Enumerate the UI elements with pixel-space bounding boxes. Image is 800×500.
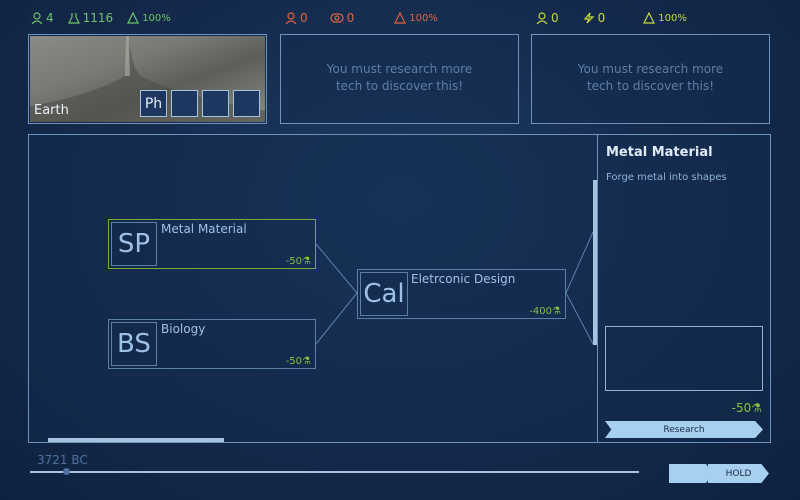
planet-name: Earth <box>34 103 69 118</box>
timeline-track[interactable] <box>30 471 639 473</box>
flask-icon <box>67 13 80 24</box>
tech-node-abbr: SP <box>111 222 157 266</box>
tech-node-abbr: BS <box>111 322 157 366</box>
tech-node-cost: -50⚗ <box>285 356 311 367</box>
locked-message: You must research more tech to discover … <box>326 62 473 93</box>
planet-slot-2[interactable] <box>171 90 198 117</box>
flask-icon: ⚗ <box>751 401 762 415</box>
tech-node-electronic-design[interactable]: Cal Eletrconic Design -400⚗ <box>357 269 566 319</box>
locked-panel-1: You must research more tech to discover … <box>280 34 519 124</box>
current-date: 3721 BC <box>37 453 88 467</box>
planet-slot-4[interactable] <box>233 90 260 117</box>
tech-node-cost: -50⚗ <box>285 256 311 267</box>
timeline-handle[interactable] <box>63 468 70 475</box>
player-3-stats: 0 0 100% <box>536 9 701 27</box>
population-value: 4 <box>46 11 54 25</box>
tech-node-biology[interactable]: BS Biology -50⚗ <box>108 319 316 369</box>
tech-node-abbr: Cal <box>360 272 408 316</box>
person-icon <box>536 12 548 24</box>
locked-message: You must research more tech to discover … <box>577 62 724 93</box>
tech-detail-panel: Metal Material Forge metal into shapes -… <box>597 134 771 443</box>
population-stat: 0 <box>285 11 308 25</box>
detail-cost: -50⚗ <box>731 401 762 415</box>
triangle-icon <box>394 12 407 24</box>
resource-value: 0 <box>346 11 355 25</box>
flask-icon: ⚗ <box>552 306 561 317</box>
lightning-icon <box>583 12 595 24</box>
planet-slot-3[interactable] <box>202 90 229 117</box>
triangle-icon <box>643 12 656 24</box>
tech-node-title: Eletrconic Design <box>411 272 516 286</box>
flask-icon: ⚗ <box>302 356 311 367</box>
population-stat: 4 <box>31 11 54 25</box>
player-1-stats: 4 1116 100% <box>31 9 185 27</box>
player-2-stats: 0 0 100% <box>285 9 452 27</box>
energy-value: 0 <box>597 11 606 25</box>
planet-panel[interactable]: Earth Ph <box>28 34 267 124</box>
science-stat: 1116 <box>67 11 114 25</box>
vertical-scrollbar[interactable] <box>593 180 597 345</box>
approval-stat: 100% <box>394 12 438 24</box>
approval-stat: 100% <box>643 12 687 24</box>
speed-arrow-icon[interactable] <box>669 464 715 483</box>
person-icon <box>285 12 297 24</box>
approval-stat: 100% <box>127 12 171 24</box>
approval-value: 100% <box>409 12 438 24</box>
locked-panel-2: You must research more tech to discover … <box>531 34 770 124</box>
gear-icon <box>330 13 344 23</box>
energy-stat: 0 <box>583 11 606 25</box>
detail-title: Metal Material <box>606 145 713 160</box>
hold-button[interactable]: HOLD <box>706 464 769 483</box>
planet-slot-1[interactable]: Ph <box>140 90 167 117</box>
approval-value: 100% <box>658 12 687 24</box>
population-value: 0 <box>300 11 308 25</box>
approval-value: 100% <box>142 12 171 24</box>
person-icon <box>31 12 43 24</box>
tech-tree-panel[interactable] <box>28 134 598 443</box>
detail-description: Forge metal into shapes <box>606 172 727 183</box>
tech-node-title: Metal Material <box>161 222 247 236</box>
hold-control[interactable]: HOLD <box>669 464 769 483</box>
population-value: 0 <box>551 11 559 25</box>
population-stat: 0 <box>536 11 559 25</box>
triangle-icon <box>127 12 140 24</box>
science-value: 1116 <box>82 11 114 25</box>
flask-icon: ⚗ <box>302 256 311 267</box>
tech-node-metal-material[interactable]: SP Metal Material -50⚗ <box>108 219 316 269</box>
tech-node-cost: -400⚗ <box>529 306 561 317</box>
tech-node-title: Biology <box>161 322 206 336</box>
research-button[interactable]: Research <box>605 421 763 438</box>
detail-preview-box <box>605 326 763 391</box>
resource-stat: 0 <box>330 11 355 25</box>
horizontal-scrollbar[interactable] <box>48 438 224 442</box>
